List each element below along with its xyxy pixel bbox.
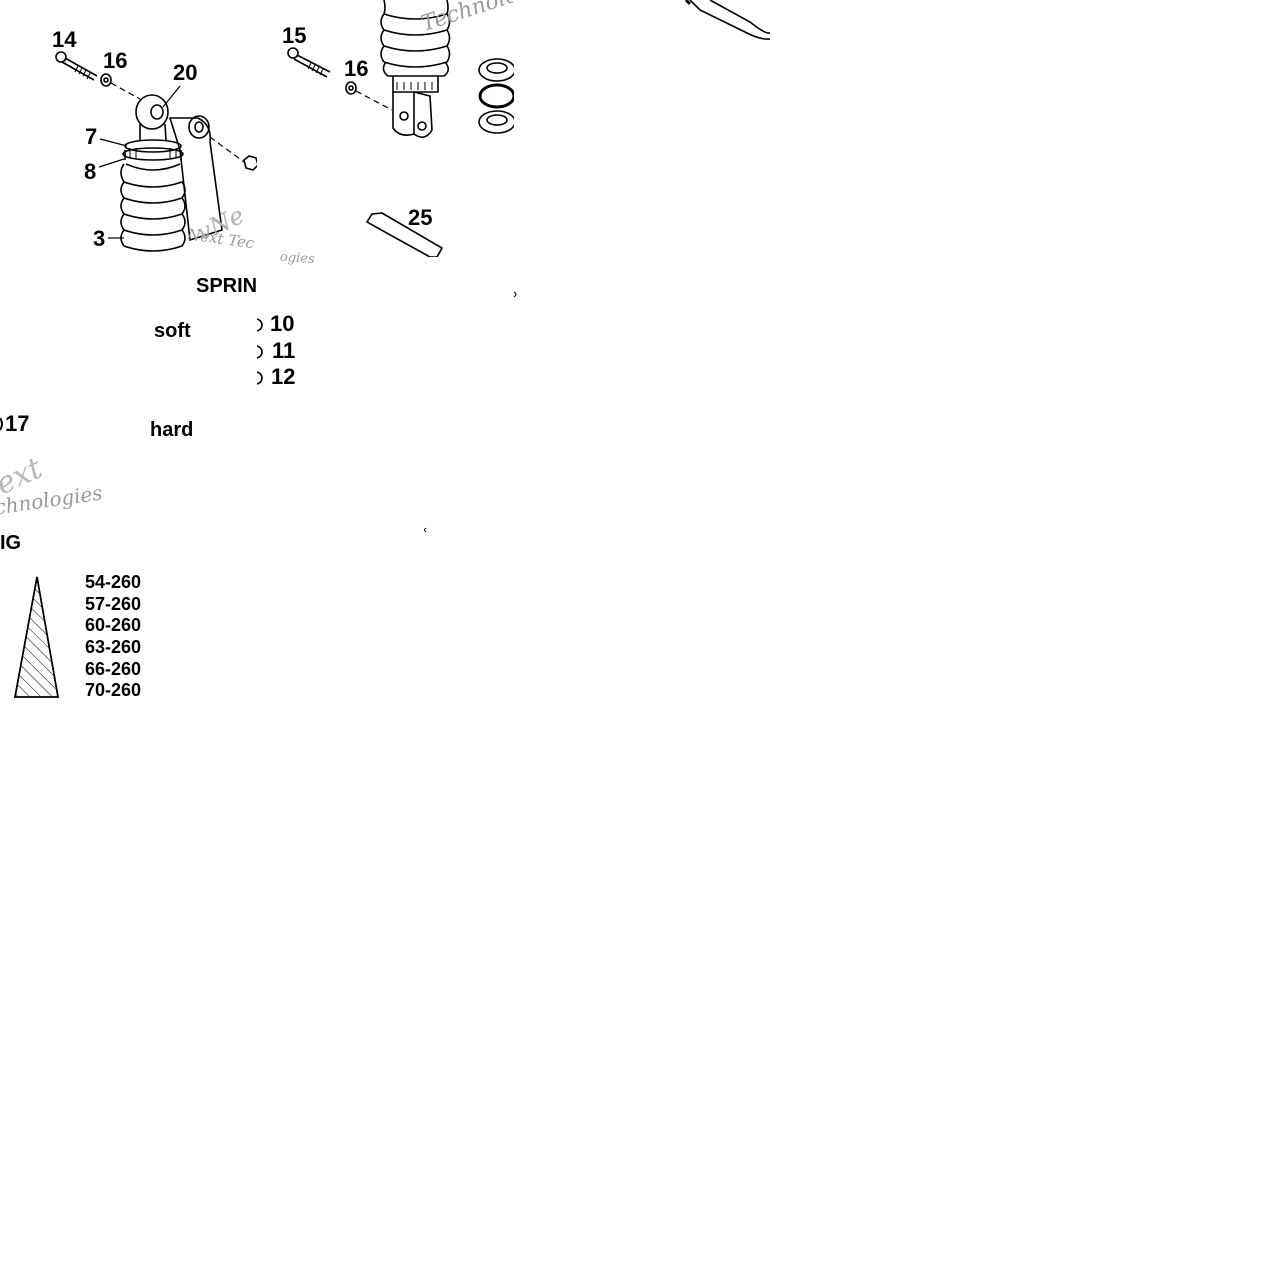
strip-25 bbox=[365, 212, 444, 257]
callout-3: 3 bbox=[93, 226, 106, 251]
callout-25: 25 bbox=[408, 205, 433, 230]
spring-heading-tail: IG bbox=[0, 532, 22, 554]
right-shock-lower bbox=[287, 0, 514, 257]
callout-11: 11 bbox=[272, 338, 296, 363]
spring-heading: SPRIN bbox=[196, 275, 258, 297]
callout-20: 20 bbox=[173, 60, 198, 85]
spring-rate-item: 54-260 bbox=[85, 572, 142, 592]
label-soft: soft bbox=[154, 320, 191, 342]
callout-14: 14 bbox=[52, 27, 77, 52]
spring-rate-wedge bbox=[14, 576, 59, 698]
coil-spring bbox=[120, 163, 186, 252]
spring-rate-item: 60-260 bbox=[85, 615, 142, 636]
wrench-tip bbox=[684, 0, 771, 40]
lower-clevis bbox=[392, 91, 433, 138]
preload-rings-7-8 bbox=[122, 139, 184, 161]
reservoir bbox=[168, 115, 257, 242]
spring-rate-item: 66-260 bbox=[85, 658, 142, 679]
washer-16b bbox=[345, 81, 357, 95]
callout-16: 16 bbox=[344, 56, 369, 81]
knob-17-fragment bbox=[0, 417, 3, 431]
callout-16: 16 bbox=[103, 48, 128, 73]
callout-8: 8 bbox=[84, 159, 97, 184]
spring-rate-item: 70-260 bbox=[85, 680, 142, 701]
callout-15: 15 bbox=[282, 23, 307, 48]
spring-rate-list: 54-260 57-260 60-260 63-260 66-260 70-26… bbox=[85, 572, 141, 702]
callout-12: 12 bbox=[271, 364, 296, 389]
upper-eye-20 bbox=[135, 94, 169, 141]
callout-17: 17 bbox=[5, 411, 30, 436]
bolt-14 bbox=[55, 51, 98, 81]
left-shock-absorber bbox=[55, 51, 257, 252]
washer-16 bbox=[100, 73, 112, 87]
adjuster-knobs bbox=[257, 318, 263, 385]
watermark-fragment: ogies bbox=[279, 249, 316, 268]
callout-7: 7 bbox=[85, 124, 98, 149]
callout-10: 10 bbox=[270, 311, 295, 336]
bolt-15 bbox=[287, 47, 331, 78]
spring-rate-item: 63-260 bbox=[85, 637, 142, 658]
spring-rate-item: 57-260 bbox=[85, 593, 142, 614]
label-hard: hard bbox=[150, 419, 194, 441]
bump-rings bbox=[478, 58, 514, 134]
